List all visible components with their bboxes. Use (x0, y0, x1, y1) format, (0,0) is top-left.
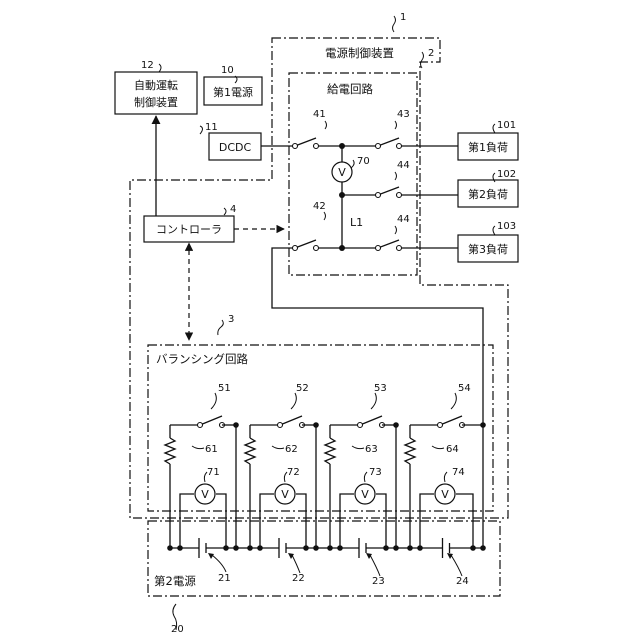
voltmeter-73-symbol: V (361, 488, 369, 501)
voltmeter-72-symbol: V (281, 488, 289, 501)
switch-51 (200, 416, 222, 425)
cell4-bus-junction-2 (417, 545, 423, 551)
cell2-bus-junction-1 (247, 545, 253, 551)
second-power-source-title: 第2電源 (154, 574, 196, 588)
switch-53-contact-a (358, 423, 363, 428)
ref-51: 51 (218, 383, 231, 394)
ref-43: 43 (397, 109, 410, 120)
ref-21: 21 (218, 573, 231, 584)
power-control-device-title: 電源制御装置 (325, 46, 394, 60)
resistor-63 (325, 438, 335, 464)
cell4-top-junction (480, 422, 486, 428)
cell3-bus-junction-3 (383, 545, 389, 551)
cell3-bus-junction-1 (327, 545, 333, 551)
ref-71: 71 (207, 467, 220, 478)
voltmeter-70-symbol: V (338, 166, 346, 179)
balancing-circuit-title: バランシング回路 (156, 352, 248, 366)
resistor-61 (165, 438, 175, 464)
cell1-bus-junction-3 (223, 545, 229, 551)
ref-24: 24 (456, 576, 469, 587)
ref-23: 23 (372, 576, 385, 587)
ref-42: 42 (313, 201, 326, 212)
resistor-64 (405, 438, 415, 464)
ref-101: 101 (497, 120, 516, 131)
voltmeter-71-symbol: V (201, 488, 209, 501)
battery-leader-4 (451, 555, 462, 576)
ref-70: 70 (357, 156, 370, 167)
cell4-bus-junction-3 (470, 545, 476, 551)
ref-22: 22 (292, 573, 305, 584)
battery-leader-1 (212, 555, 226, 572)
leader-63 (352, 446, 364, 449)
ref-72: 72 (287, 467, 300, 478)
cell3-top-junction (393, 422, 399, 428)
feed-circuit-wiring (261, 138, 483, 425)
auto-drive-controller-label-2: 制御装置 (134, 95, 178, 109)
second-power-source-boundary (148, 521, 500, 596)
switch-54-contact-a (438, 423, 443, 428)
cell2-top-junction (313, 422, 319, 428)
ref-10: 10 (221, 65, 234, 76)
load3-label: 第3負荷 (468, 242, 508, 256)
feed-circuit-boundary (289, 73, 417, 275)
ref-11: 11 (205, 122, 218, 133)
auto-drive-controller-label-1: 自動運転 (134, 78, 178, 92)
ref-12: 12 (141, 60, 154, 71)
ref-63: 63 (365, 444, 378, 455)
switch-54 (440, 416, 462, 425)
leader-73 (364, 472, 367, 482)
cell1-bus-junction-1 (167, 545, 173, 551)
ref-61: 61 (205, 444, 218, 455)
cell2-bus-junction-3 (303, 545, 309, 551)
ref-103: 103 (497, 221, 516, 232)
leader-64 (432, 446, 444, 449)
cell1-top-junction (233, 422, 239, 428)
load2-label: 第2負荷 (468, 187, 508, 201)
ref-54: 54 (458, 383, 471, 394)
ref-2: 2 (428, 48, 434, 59)
leader-squiggles (159, 16, 495, 335)
cell4-bus-junction-1 (407, 545, 413, 551)
cell4-bus-junction-4 (480, 545, 486, 551)
ref-52: 52 (296, 383, 309, 394)
leader-52 (291, 393, 296, 409)
dcdc-label: DCDC (219, 141, 252, 154)
feed-circuit-title: 給電回路 (327, 82, 373, 96)
first-power-source-label: 第1電源 (213, 85, 253, 99)
ref-1: 1 (400, 12, 406, 23)
switch-52 (280, 416, 302, 425)
voltmeter-74-symbol: V (441, 488, 449, 501)
ref-73: 73 (369, 467, 382, 478)
ref-53: 53 (374, 383, 387, 394)
leader-51 (211, 393, 216, 409)
ref-44b: 44 (397, 214, 410, 225)
cell1-bus-junction-2 (177, 545, 183, 551)
battery-leader-2 (292, 555, 300, 573)
leader-54 (451, 393, 456, 409)
ref-102: 102 (497, 169, 516, 180)
switch-51-contact-a (198, 423, 203, 428)
battery-leader-3 (370, 555, 380, 576)
cell3-bus-junction-2 (337, 545, 343, 551)
cell2-bus-junction-2 (257, 545, 263, 551)
leader-53 (371, 393, 376, 409)
ref-74: 74 (452, 467, 465, 478)
ref-4: 4 (230, 204, 236, 215)
leader-61 (192, 446, 204, 449)
switch-52-contact-a (278, 423, 283, 428)
ref-44a: 44 (397, 160, 410, 171)
load1-label: 第1負荷 (468, 140, 508, 154)
ref-41: 41 (313, 109, 326, 120)
controller-label: コントローラ (156, 223, 222, 236)
resistor-62 (245, 438, 255, 464)
line-l1-label: L1 (350, 216, 363, 229)
switch-53 (360, 416, 382, 425)
ref-3: 3 (228, 314, 234, 325)
ref-64: 64 (446, 444, 459, 455)
ref-20: 20 (171, 624, 184, 635)
leader-74 (444, 472, 447, 482)
leader-62 (272, 446, 284, 449)
ref-62: 62 (285, 444, 298, 455)
